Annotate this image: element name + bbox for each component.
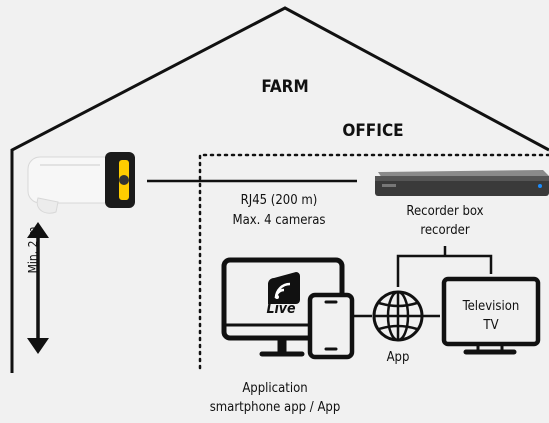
tv-label-line1: Television (462, 299, 520, 314)
network-connector-lines (352, 246, 493, 318)
application-label-line2: smartphone app / App (209, 400, 341, 415)
recorder-label-line1: Recorder box (406, 204, 484, 219)
live-logo-text: Live (266, 301, 296, 317)
globe-icon (372, 290, 424, 342)
office-dotted-boundary (198, 153, 549, 370)
recorder-box-icon (375, 170, 549, 196)
height-label: Min. 2 m (26, 226, 40, 274)
app-label: App (386, 350, 410, 365)
television-icon (441, 276, 541, 355)
recorder-label-line2: recorder (420, 223, 470, 238)
farm-title: FARM (261, 77, 309, 97)
house-outline (10, 6, 549, 373)
live-logo-icon (268, 272, 300, 304)
bullet-camera-icon (27, 152, 135, 214)
cable-spec-line2: Max. 4 cameras (232, 213, 326, 228)
cable-spec-line1: RJ45 (200 m) (240, 193, 318, 208)
height-arrow-icon (27, 222, 49, 354)
application-label-line1: Application (242, 381, 308, 396)
smartphone-icon (307, 292, 355, 360)
office-title: OFFICE (342, 121, 404, 141)
tv-label-line2: TV (483, 318, 499, 333)
